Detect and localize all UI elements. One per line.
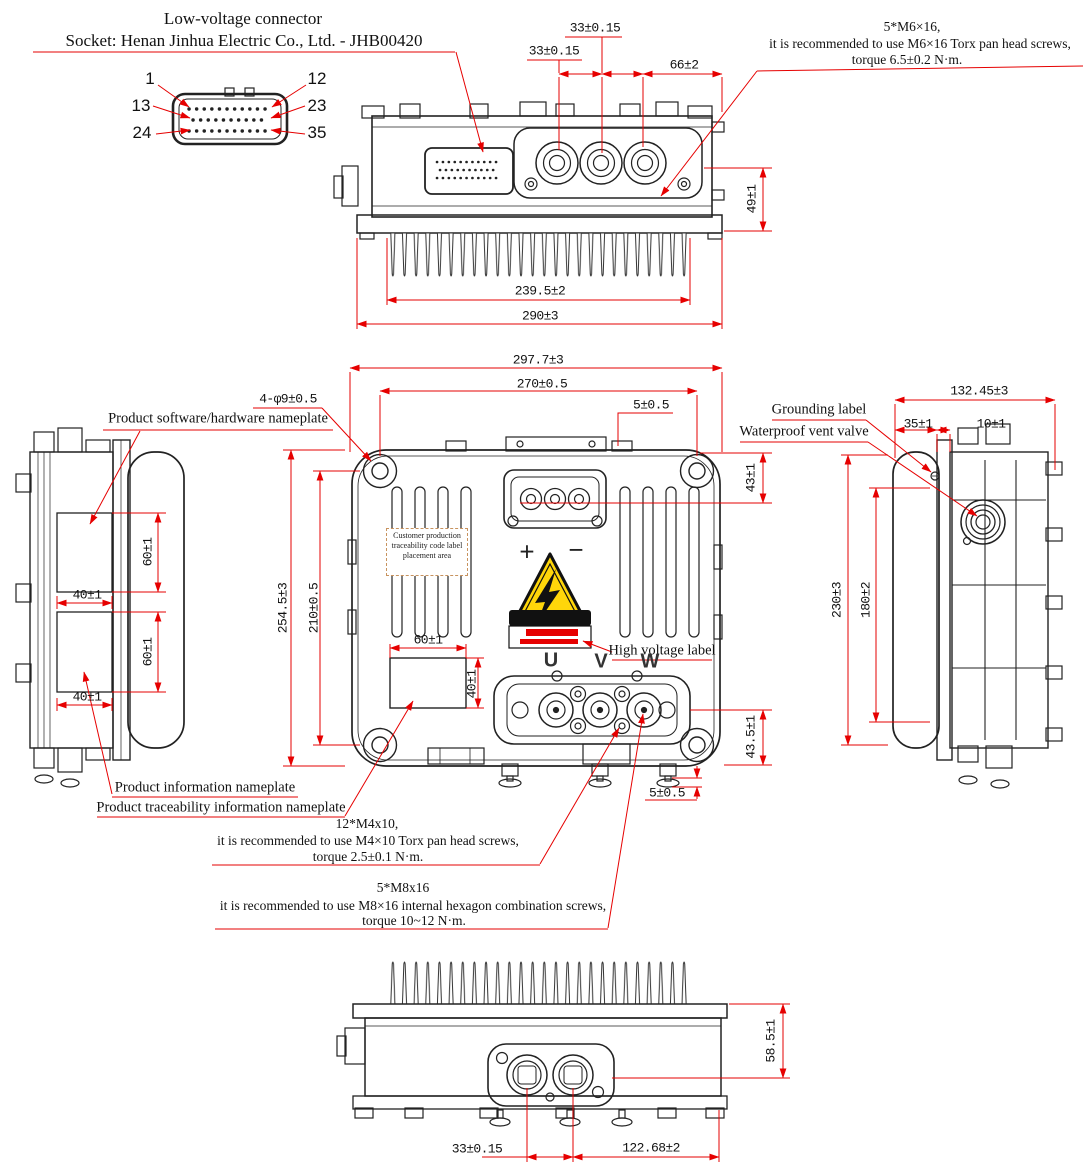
left-upper-nameplate bbox=[56, 512, 113, 593]
waterproof-vent-valve-graphic bbox=[960, 499, 1006, 546]
left-view-dimensions bbox=[56, 429, 608, 930]
dim-290-top: 290±3 bbox=[521, 308, 559, 324]
minus-terminal-mark: − bbox=[568, 534, 584, 565]
dim-254-front: 254.5±3 bbox=[275, 582, 291, 634]
m4-note-line1: 12*M4x10, bbox=[335, 816, 399, 831]
pin-label-35: 35 bbox=[307, 123, 327, 142]
grounding-screw bbox=[930, 471, 940, 481]
front-nameplate bbox=[389, 657, 467, 709]
lv-connector-title: Low-voltage connector bbox=[163, 9, 323, 28]
dim-33-bottom: 33±0.15 bbox=[451, 1141, 503, 1157]
pin-label-13: 13 bbox=[131, 96, 151, 115]
dim-122-bottom: 122.68±2 bbox=[622, 1140, 680, 1156]
dim-43-5-front: 43.5±1 bbox=[743, 715, 759, 759]
dim-33a-top: 33±0.15 bbox=[569, 20, 621, 36]
dim-40-front-nameplate: 40±1 bbox=[464, 669, 480, 699]
dim-297-front: 297.7±3 bbox=[512, 352, 564, 368]
dim-230-right: 230±3 bbox=[829, 581, 845, 619]
dim-33b-top: 33±0.15 bbox=[528, 43, 580, 59]
pin-label-24: 24 bbox=[132, 123, 152, 142]
pin-leader-lines bbox=[33, 51, 455, 135]
dim-132-right: 132.45±3 bbox=[950, 383, 1008, 399]
lv-connector-subtitle: Socket: Henan Jinhua Electric Co., Ltd. … bbox=[65, 31, 423, 50]
heatsink-fins-bottom bbox=[387, 959, 690, 1004]
m4-note-line3: torque 2.5±0.1 N·m. bbox=[312, 849, 424, 864]
dim-239-top: 239.5±2 bbox=[514, 283, 566, 299]
m8-note-line3: torque 10~12 N·m. bbox=[362, 913, 466, 928]
bottom-feet-screws bbox=[498, 763, 680, 788]
dc-terminal-block bbox=[503, 469, 607, 529]
high-voltage-label-graphic bbox=[508, 610, 592, 649]
bottom-view-drawing bbox=[336, 959, 728, 1127]
terminal-w-label: W bbox=[640, 650, 660, 673]
dim-49-top: 49±1 bbox=[744, 184, 760, 214]
dim-66-top: 66±2 bbox=[669, 57, 699, 73]
dim-60-left-bottom: 60±1 bbox=[140, 637, 156, 667]
dim-43-front: 43±1 bbox=[743, 463, 759, 493]
dim-180-right: 180±2 bbox=[858, 581, 874, 619]
m4-note-line2: it is recommended to use M4×10 Torx pan … bbox=[217, 833, 519, 848]
low-voltage-connector-detail bbox=[171, 87, 289, 146]
dim-40-left-bottom: 40±1 bbox=[72, 689, 102, 705]
traceability-nameplate-label: Product traceability information namepla… bbox=[96, 799, 346, 816]
uvw-connector bbox=[493, 670, 691, 745]
m8-note-line1: 5*M8x16 bbox=[376, 880, 430, 895]
bottom-view-dimensions bbox=[482, 1003, 790, 1162]
software-nameplate-label: Product software/hardware nameplate bbox=[108, 410, 328, 427]
m6-note-line3: torque 6.5±0.2 N·m. bbox=[851, 52, 963, 67]
dim-40-left-top: 40±1 bbox=[72, 587, 102, 603]
plus-terminal-mark: + bbox=[519, 536, 535, 567]
dim-58-bottom: 58.5±1 bbox=[763, 1019, 779, 1063]
top-lv-connector bbox=[424, 147, 514, 195]
dim-5-front-top: 5±0.5 bbox=[632, 397, 670, 413]
top-hv-connectors bbox=[513, 127, 703, 199]
m6-note-line2: it is recommended to use M6×16 Torx pan … bbox=[769, 36, 1071, 51]
dim-60-front-nameplate: 60±1 bbox=[413, 632, 443, 648]
front-view-drawing bbox=[347, 436, 723, 788]
dim-holes-front: 4-φ9±0.5 bbox=[259, 391, 317, 407]
left-lower-nameplate bbox=[56, 611, 113, 693]
dim-35-right: 35±1 bbox=[903, 416, 933, 432]
terminal-v-label: V bbox=[594, 650, 608, 673]
top-view-drawing bbox=[333, 101, 725, 279]
pin-label-23: 23 bbox=[307, 96, 327, 115]
right-view-dimensions bbox=[740, 396, 1056, 746]
m6-note-line1: 5*M6×16, bbox=[883, 19, 941, 34]
terminal-u-label: U bbox=[543, 649, 559, 672]
front-view-dimensions bbox=[253, 364, 772, 929]
high-voltage-label-text: High voltage label bbox=[608, 642, 716, 659]
pin-label-1: 1 bbox=[145, 69, 155, 88]
pin-label-12: 12 bbox=[307, 69, 327, 88]
dim-5-front-bottom: 5±0.5 bbox=[648, 785, 686, 801]
m8-note-line2: it is recommended to use M8×16 internal … bbox=[219, 898, 607, 913]
dim-210-front: 210±0.5 bbox=[306, 582, 322, 634]
vent-valve-label: Waterproof vent valve bbox=[739, 423, 869, 440]
dim-60-left-top: 60±1 bbox=[140, 537, 156, 567]
top-view-dimensions bbox=[356, 36, 1084, 329]
grounding-label: Grounding label bbox=[771, 401, 867, 418]
dim-10-right: 10±1 bbox=[976, 416, 1006, 432]
left-view-drawing bbox=[15, 427, 185, 788]
heatsink-fins-top bbox=[387, 233, 690, 279]
dim-270-front: 270±0.5 bbox=[516, 376, 568, 392]
customer-traceability-area: Customer production traceability code la… bbox=[386, 528, 468, 576]
info-nameplate-label: Product information nameplate bbox=[114, 779, 296, 796]
right-view-drawing bbox=[892, 423, 1063, 789]
